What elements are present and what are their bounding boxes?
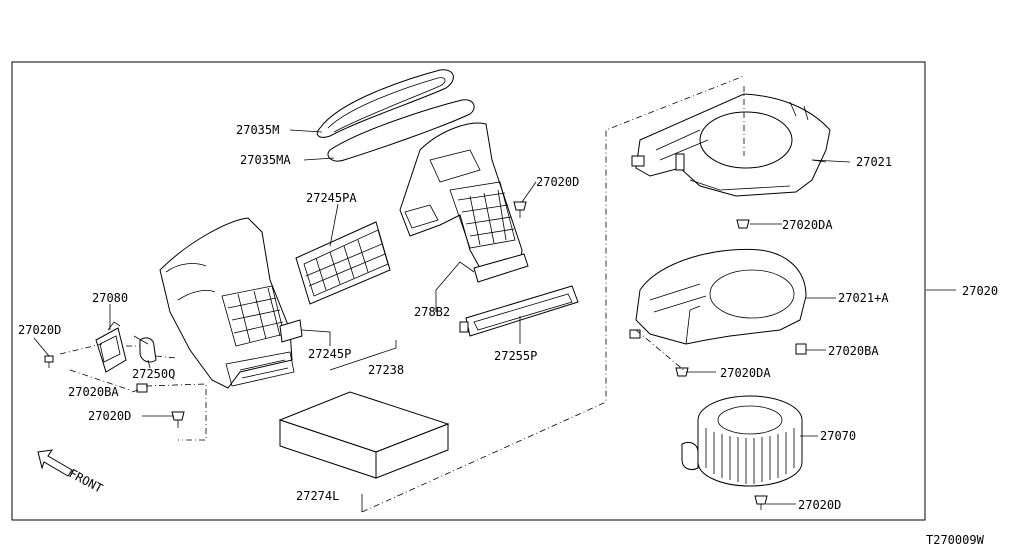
door-27245P [279,319,303,343]
blower-case-27021 [631,93,831,197]
label-27274L: 27274L [296,489,339,503]
screw-27020D-top [513,201,527,218]
clip-27020BA-left [136,383,148,393]
assembly-line-left [59,343,177,359]
label-27035M: 27035M [236,123,279,137]
assembly-line-lower [635,329,687,373]
label-27080: 27080 [92,291,128,305]
clip-27020BA-right [795,343,807,355]
label-27250Q: 27250Q [132,367,175,381]
label-27020DA-lower: 27020DA [720,366,771,380]
screw-27020D-lower [171,411,185,428]
duct-housing-upper [399,122,523,269]
screw-27020DA-lower [675,367,689,377]
actuator-27080 [95,321,127,373]
front-label: FRONT [67,466,105,495]
intake-housing [159,217,295,389]
label-27020D-left: 27020D [18,323,61,337]
seal-27035M [316,69,454,138]
seal-27035MA [327,99,475,162]
label-27020D-top: 27020D [536,175,579,189]
blower-case-27021A [629,248,807,345]
assembly-line-clip [145,383,207,441]
label-27020D-motor: 27020D [798,498,841,512]
label-27020: 27020 [962,284,998,298]
label-27021A: 27021+A [838,291,889,305]
link-27250Q [133,335,157,363]
label-27020DA-upper: 27020DA [782,218,833,232]
reference-code: T270009W [926,533,985,547]
door-27245PA [295,221,391,305]
label-27238: 27238 [368,363,404,377]
diagram-frame [11,61,926,521]
screw-27020D-motor [754,495,768,510]
assembly-line-cent [69,369,131,391]
bracket-278B2 [473,253,529,283]
label-27255P: 27255P [494,349,537,363]
filter-27274L [278,391,450,479]
blower-motor-27070 [681,395,803,487]
label-27070: 27070 [820,429,856,443]
screw-27020DA-upper [736,219,750,229]
leader-lines [33,129,956,512]
lid-27255P [459,285,579,337]
label-278B2: 278B2 [414,305,450,319]
label-27245PA: 27245PA [306,191,357,205]
screw-27020D-left [44,355,54,368]
label-27245P: 27245P [308,347,351,361]
front-arrow-icon [37,449,73,477]
label-27035MA: 27035MA [240,153,291,167]
label-27020D-lower: 27020D [88,409,131,423]
assembly-line-blower [361,75,745,513]
label-27020BA-right: 27020BA [828,344,879,358]
label-27021: 27021 [856,155,892,169]
label-27020BA-left: 27020BA [68,385,119,399]
